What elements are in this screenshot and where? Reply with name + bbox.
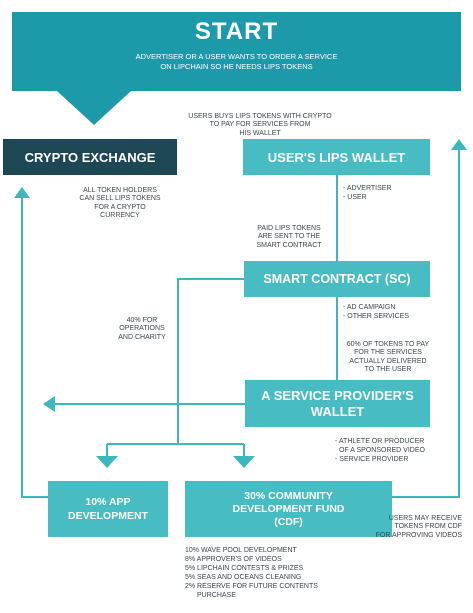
note-line: FOR APPROVING VIDEOS [375, 531, 462, 539]
start-subtitle-line: ON LIPCHAIN SO HE NEEDS LIPS TOKENS [160, 62, 313, 71]
list-item: 10% WAVE POOL DEVELOPMENT [185, 547, 297, 554]
start-title: START [194, 18, 279, 45]
lips-wallet-box: USER'S LIPS WALLET [243, 139, 430, 175]
list-item: 8% APPROVER'S OF VIDEOS [185, 556, 282, 563]
app-development-box: 10% APP DEVELOPMENT [48, 481, 168, 537]
lips-wallet-label: USER'S LIPS WALLET [267, 149, 406, 165]
note-sell-tokens: ALL TOKEN HOLDERS CAN SELL LIPS TOKENS F… [60, 187, 180, 221]
note-line: FOR THE SERVICES [354, 349, 422, 357]
arrow-up-exchange-icon [14, 187, 30, 198]
provider-wallet-box: A SERVICE PROVIDER'S WALLET [245, 380, 430, 427]
list-item: - SERVICE PROVIDER [335, 456, 409, 463]
note-cdf-receive: USERS MAY RECEIVE TOKENS FROM CDF FOR AP… [360, 515, 462, 540]
list-item: - ADVERTISER [343, 185, 392, 192]
arrow-left-icon [43, 396, 55, 412]
list-item: - USER [343, 194, 367, 201]
note-line: HIS WALLET [239, 129, 281, 137]
note-line: FOR A CRYPTO [94, 203, 146, 211]
arrow-down-cdf-icon [233, 456, 255, 468]
wallet-users-list: - ADVERTISER - USER [343, 184, 392, 202]
note-buy-tokens: USERS BUYS LIPS TOKENS WITH CRYPTO TO PA… [175, 113, 345, 138]
arrow-up-wallet-icon [451, 139, 467, 150]
list-item: 2% RESERVE FOR FUTURE CONTENTS [185, 583, 318, 590]
arrow-down-app-dev-icon [96, 456, 118, 468]
crypto-exchange-box: CRYPTO EXCHANGE [3, 139, 177, 175]
note-sixty-percent: 60% OF TOKENS TO PAY FOR THE SERVICES AC… [338, 341, 438, 375]
note-line: AND CHARITY [118, 333, 166, 341]
note-line: ACTUALLY DELIVERED [349, 357, 427, 365]
sc-services-list: - AD CAMPAIGN - OTHER SERVICES [343, 303, 409, 321]
note-forty-percent: 40% FOR OPERATIONS AND CHARITY [112, 317, 172, 342]
list-item: PURCHASE [197, 592, 236, 599]
note-line: OPERATIONS [119, 325, 165, 333]
list-item: 5% SEAS AND OCEANS CLEANING [185, 574, 302, 581]
crypto-exchange-label: CRYPTO EXCHANGE [24, 149, 156, 165]
start-subtitle-line: ADVERTISER OR A USER WANTS TO ORDER A SE… [135, 52, 338, 61]
app-development-label-line: DEVELOPMENT [68, 510, 148, 522]
connector-to-exchange [21, 198, 48, 498]
cdf-label-line: (CDF) [274, 515, 303, 528]
list-item: - OTHER SERVICES [343, 313, 409, 320]
providers-list: - ATHLETE OR PRODUCER OF A SPONSORED VID… [335, 437, 425, 464]
app-development-label-line: 10% APP [85, 496, 131, 508]
list-item: 5% LIPCHAIN CONTESTS & PRIZES [185, 565, 304, 572]
note-line: USERS BUYS LIPS TOKENS WITH CRYPTO [188, 113, 332, 120]
note-line: USERS MAY RECEIVE [388, 515, 462, 522]
connector-forty-percent [177, 278, 244, 444]
note-line: ALL TOKEN HOLDERS [83, 187, 157, 194]
list-item: OF A SPONSORED VIDEO [339, 447, 425, 454]
note-line: TO THE USER [364, 366, 412, 374]
cdf-label-line: DEVELOPMENT FUND [232, 502, 345, 515]
start-subtitle: ADVERTISER OR A USER WANTS TO ORDER A SE… [0, 52, 473, 72]
provider-wallet-label-line: WALLET [310, 403, 365, 419]
note-paid-tokens: PAID LIPS TOKENS ARE SENT TO THE SMART C… [245, 225, 333, 250]
note-line: 40% FOR [126, 317, 158, 324]
cdf-label-line: 30% COMMUNITY [244, 489, 333, 502]
note-line: TO PAY FOR SERVICES FROM [209, 121, 311, 129]
cdf-breakdown-list: 10% WAVE POOL DEVELOPMENT 8% APPROVER'S … [185, 546, 318, 600]
note-line: SMART CONTRACT [256, 241, 322, 249]
note-line: TOKENS FROM CDF [394, 523, 462, 531]
provider-wallet-label-line: A SERVICE PROVIDER'S [261, 387, 414, 403]
list-item: - ATHLETE OR PRODUCER [335, 438, 425, 445]
note-line: CAN SELL LIPS TOKENS [79, 195, 161, 203]
note-line: ARE SENT TO THE [257, 233, 321, 241]
note-line: CURRENCY [100, 212, 140, 220]
smart-contract-box: SMART CONTRACT (SC) [244, 261, 430, 297]
note-line: 60% OF TOKENS TO PAY [346, 341, 430, 348]
connector-cdf-to-wallet [392, 150, 460, 498]
start-banner-shape [12, 12, 461, 125]
note-line: PAID LIPS TOKENS [257, 225, 321, 232]
cdf-box: 30% COMMUNITY DEVELOPMENT FUND (CDF) [185, 481, 392, 537]
smart-contract-label: SMART CONTRACT (SC) [263, 272, 411, 286]
list-item: - AD CAMPAIGN [343, 304, 396, 311]
